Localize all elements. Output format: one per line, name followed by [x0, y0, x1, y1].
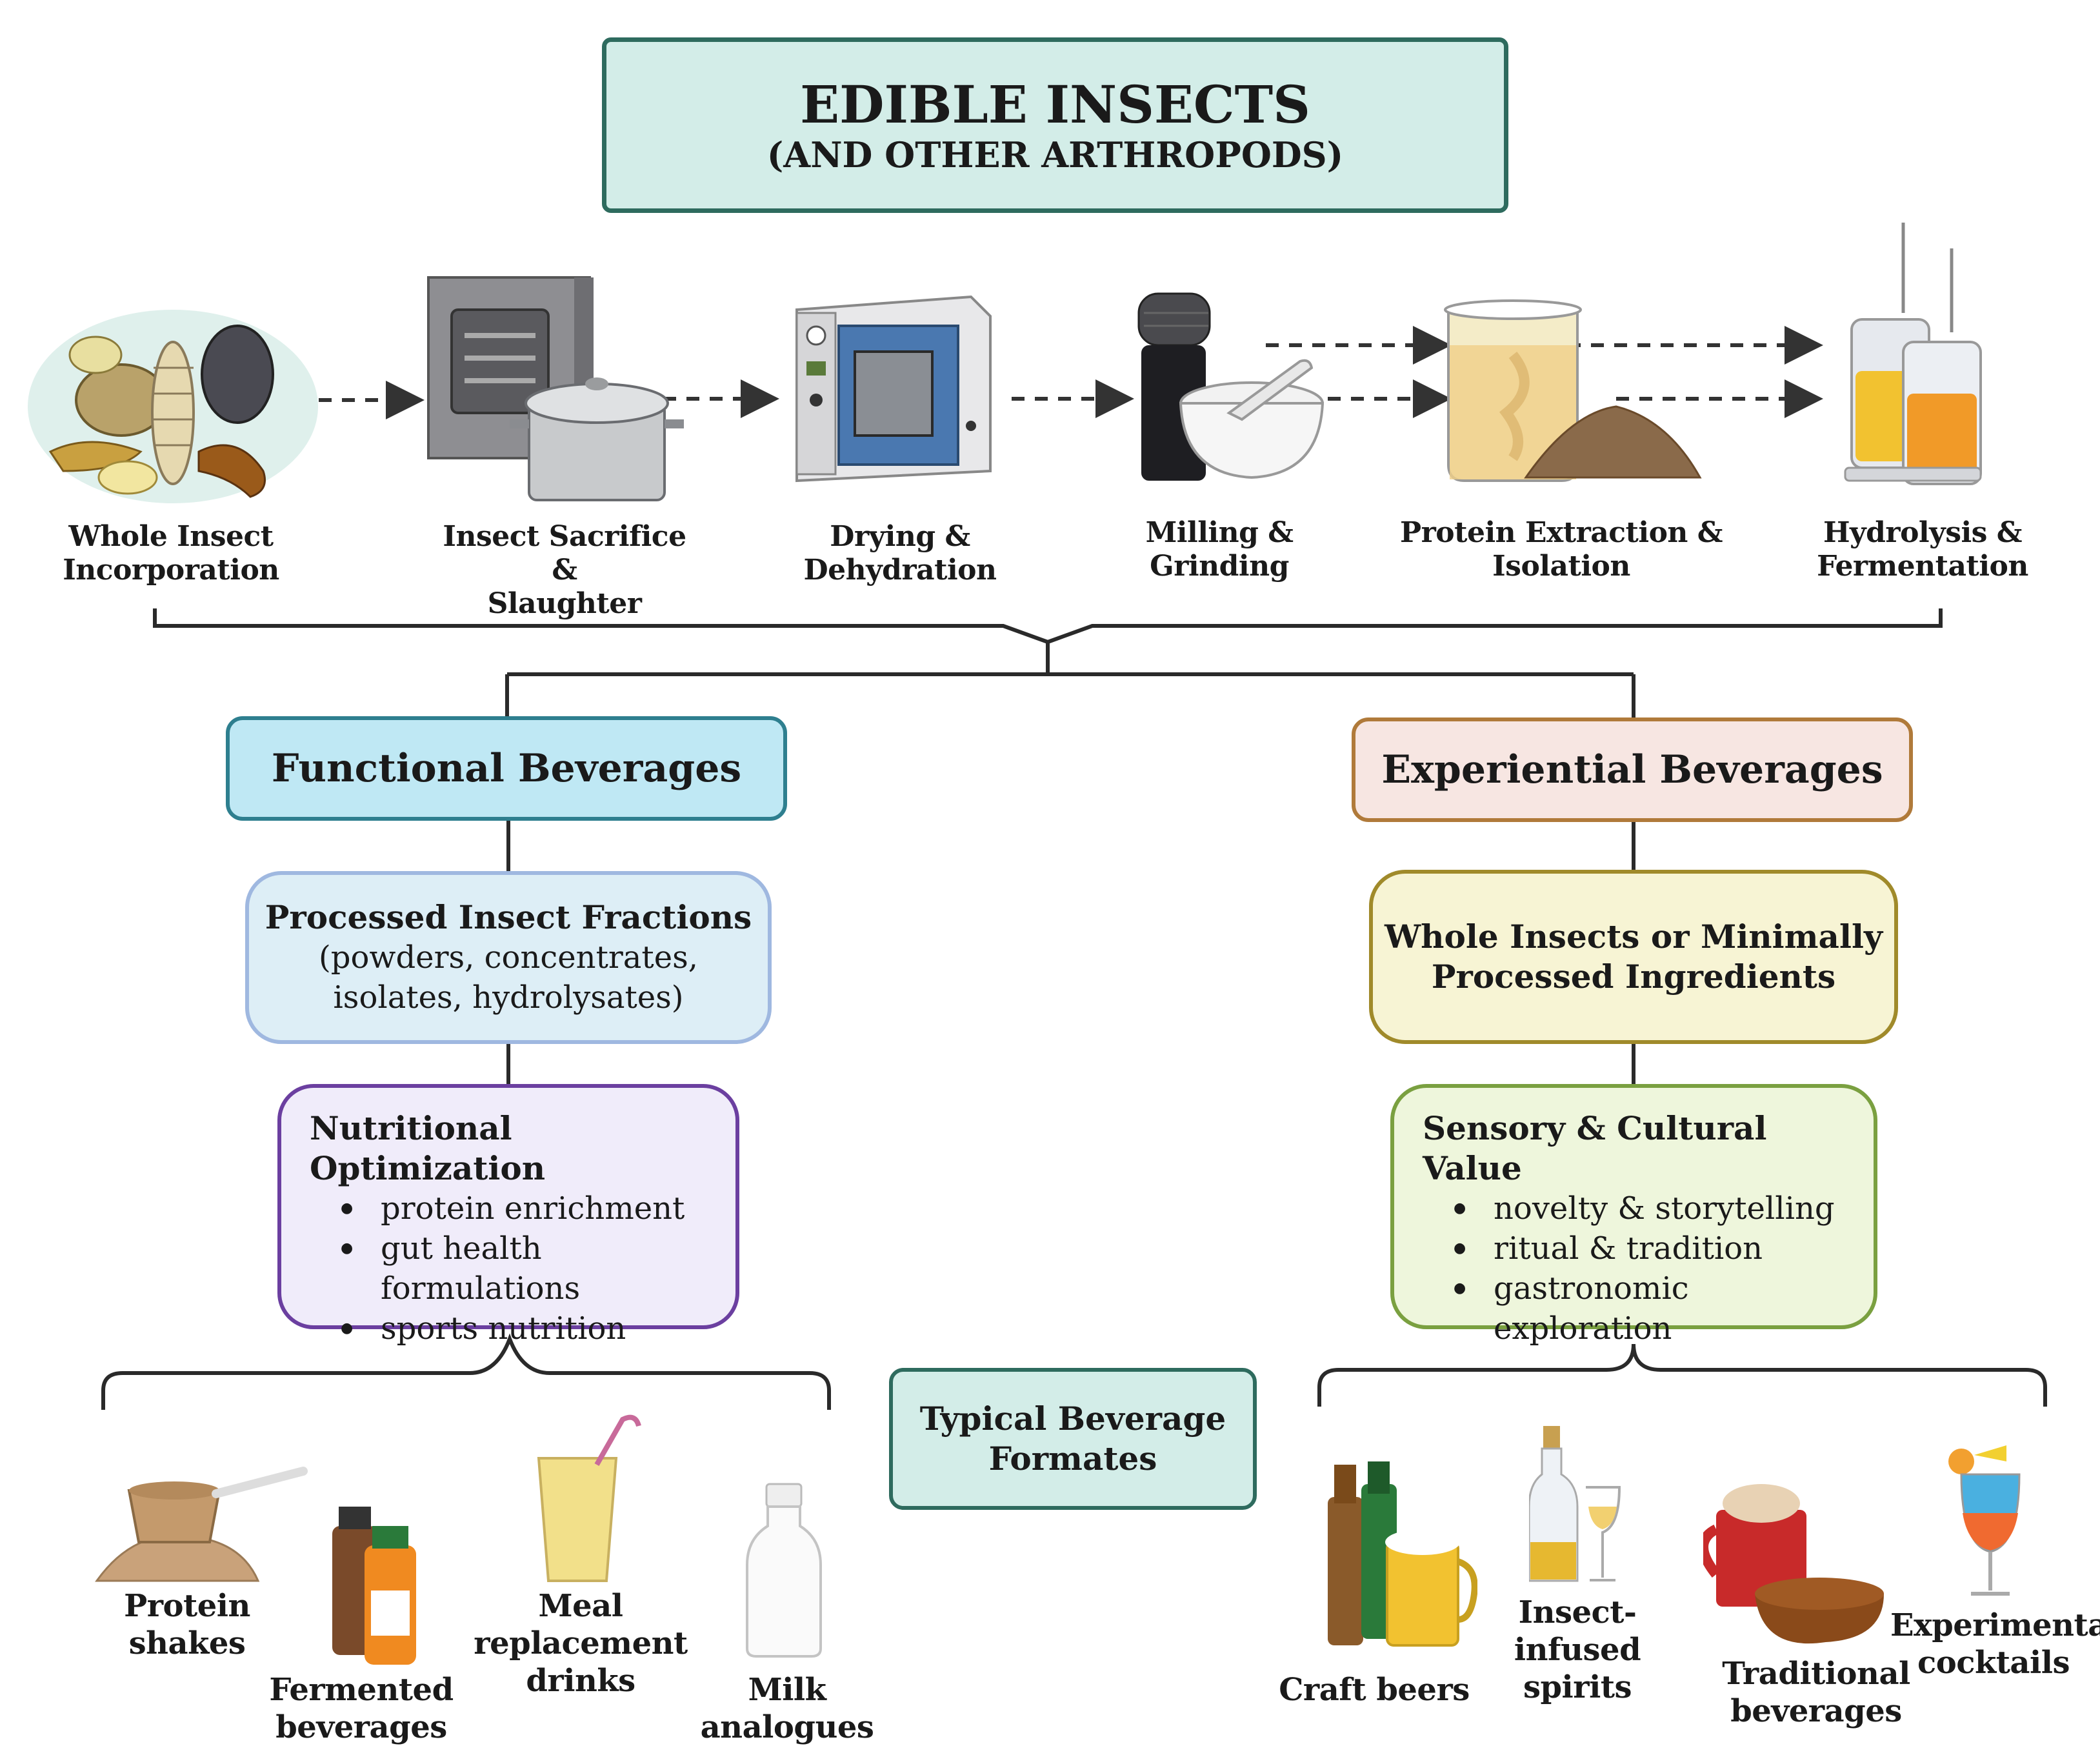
- insect-infused-spirits-label: Insect-infused spirits: [1458, 1594, 1697, 1706]
- grinder-and-mortar: [1137, 292, 1325, 481]
- meal-replacement-label: Meal replacement drinks: [445, 1587, 716, 1700]
- cocktails-line-2: cocktails: [1917, 1645, 2070, 1681]
- sensory-item: gastronomic: [1454, 1269, 1835, 1309]
- typical-beverage-formates-box: Typical Beverage Formates: [889, 1368, 1257, 1510]
- meal-line-2: drinks: [526, 1663, 635, 1699]
- meal-replacement-glass-icon: [537, 1414, 641, 1582]
- fermented-bottles-icon: [332, 1507, 416, 1665]
- cocktails-line-1: Experimental: [1890, 1607, 2100, 1643]
- step-label-whole-insect: Whole Insect Incorporation: [39, 520, 303, 587]
- fermented-beverages-label: Fermented beverages: [269, 1672, 454, 1745]
- sensory-item: novelty & storytelling: [1454, 1189, 1835, 1229]
- functional-heading: Functional Beverages: [271, 746, 742, 791]
- milk-bottle-icon: [746, 1483, 822, 1658]
- beaker-and-powder: [1444, 299, 1702, 482]
- sensory-title: Sensory & Cultural Value: [1423, 1109, 1767, 1187]
- nutrition-title: Nutritional Optimization: [310, 1109, 546, 1187]
- nutritional-optimization-box: Nutritional Optimization protein enrichm…: [277, 1084, 739, 1349]
- step-label-line: Incorporation: [63, 554, 279, 587]
- step-label-drying: Drying & Dehydration: [742, 520, 1058, 587]
- fractions-line-2: isolates, hydrolysates): [333, 979, 684, 1016]
- step-label-line: Isolation: [1492, 550, 1630, 583]
- step-label-hydrolysis: Hydrolysis & Fermentation: [1806, 516, 2039, 583]
- bioreactors: [1844, 223, 1982, 485]
- title-sub: (AND OTHER ARTHROPODS): [766, 134, 1344, 176]
- traditional-line-1: Traditional: [1722, 1656, 1910, 1692]
- craft-beers-label: Craft beers: [1279, 1672, 1470, 1708]
- whole-insects-box: Whole Insects or Minimally Processed Ing…: [1369, 870, 1898, 1044]
- step-label-line: Whole Insect: [68, 520, 274, 553]
- step-label-line: Milling &: [1145, 516, 1294, 549]
- insects-illustration: [28, 310, 318, 503]
- milk-analogues-label: Milk analogues: [700, 1672, 874, 1745]
- fractions-title: Processed Insect Fractions: [265, 898, 752, 936]
- title-main: EDIBLE INSECTS: [800, 74, 1310, 135]
- step-label-line: Protein Extraction &: [1400, 516, 1723, 549]
- sensory-cultural-box: Sensory & Cultural Value novelty & story…: [1390, 1084, 1877, 1347]
- nutrition-item: sports nutrition: [341, 1309, 685, 1349]
- sensory-item-continued: exploration: [1494, 1310, 1672, 1347]
- step-label-line: Insect Sacrifice &: [443, 520, 686, 587]
- nutrition-item-continued: formulations: [381, 1270, 581, 1307]
- cocktail-glass-icon: [1948, 1445, 2021, 1596]
- whole-line-1: Whole Insects or Minimally: [1385, 918, 1883, 956]
- drying-oven: [795, 295, 992, 483]
- experiential-beverages-box: Experiential Beverages: [1352, 717, 1913, 822]
- traditional-line-2: beverages: [1730, 1693, 1902, 1729]
- step-label-milling: Milling & Grinding: [1123, 516, 1316, 583]
- processed-fractions-box: Processed Insect Fractions (powders, con…: [245, 871, 772, 1044]
- step-label-protein-extraction: Protein Extraction & Isolation: [1400, 516, 1723, 583]
- step-label-line: Fermentation: [1817, 550, 2028, 583]
- spirits-bottle-icon: [1529, 1426, 1621, 1582]
- step-label-sacrifice: Insect Sacrifice & Slaughter: [426, 520, 703, 621]
- sensory-item: ritual & tradition: [1454, 1229, 1835, 1269]
- spirits-line-2: spirits: [1523, 1669, 1632, 1705]
- meal-line-1: Meal replacement: [474, 1588, 688, 1661]
- freeze-dryer-and-pot: [427, 276, 684, 501]
- experimental-cocktails-label: Experimental cocktails: [1890, 1607, 2100, 1681]
- functional-beverages-box: Functional Beverages: [226, 716, 787, 821]
- experiential-heading: Experiential Beverages: [1381, 747, 1883, 792]
- step-label-line: Slaughter: [487, 587, 642, 620]
- step-label-line: Hydrolysis &: [1823, 516, 2023, 549]
- step-label-line: Drying & Dehydration: [803, 520, 997, 587]
- formates-line-2: Formates: [988, 1440, 1157, 1478]
- spirits-line-1: Insect-infused: [1514, 1594, 1641, 1668]
- step-label-line: Grinding: [1150, 550, 1289, 583]
- formates-line-1: Typical Beverage: [919, 1400, 1226, 1438]
- title-box: EDIBLE INSECTS (AND OTHER ARTHROPODS): [602, 37, 1508, 213]
- nutrition-item: gut health: [341, 1229, 685, 1269]
- protein-shakes-label: Protein shakes: [124, 1588, 250, 1661]
- fractions-line-1: (powders, concentrates,: [319, 939, 698, 976]
- traditional-beverages-label: Traditional beverages: [1703, 1655, 1929, 1730]
- whole-line-2: Processed Ingredients: [1431, 958, 1836, 996]
- nutrition-item: protein enrichment: [341, 1189, 685, 1229]
- traditional-beverages-icon: [1703, 1484, 1884, 1644]
- protein-powder-icon: [95, 1467, 308, 1582]
- craft-beers-icon: [1328, 1461, 1477, 1647]
- nutrition-list: protein enrichment gut health formulatio…: [310, 1189, 685, 1349]
- sensory-list: novelty & storytelling ritual & traditio…: [1423, 1189, 1835, 1349]
